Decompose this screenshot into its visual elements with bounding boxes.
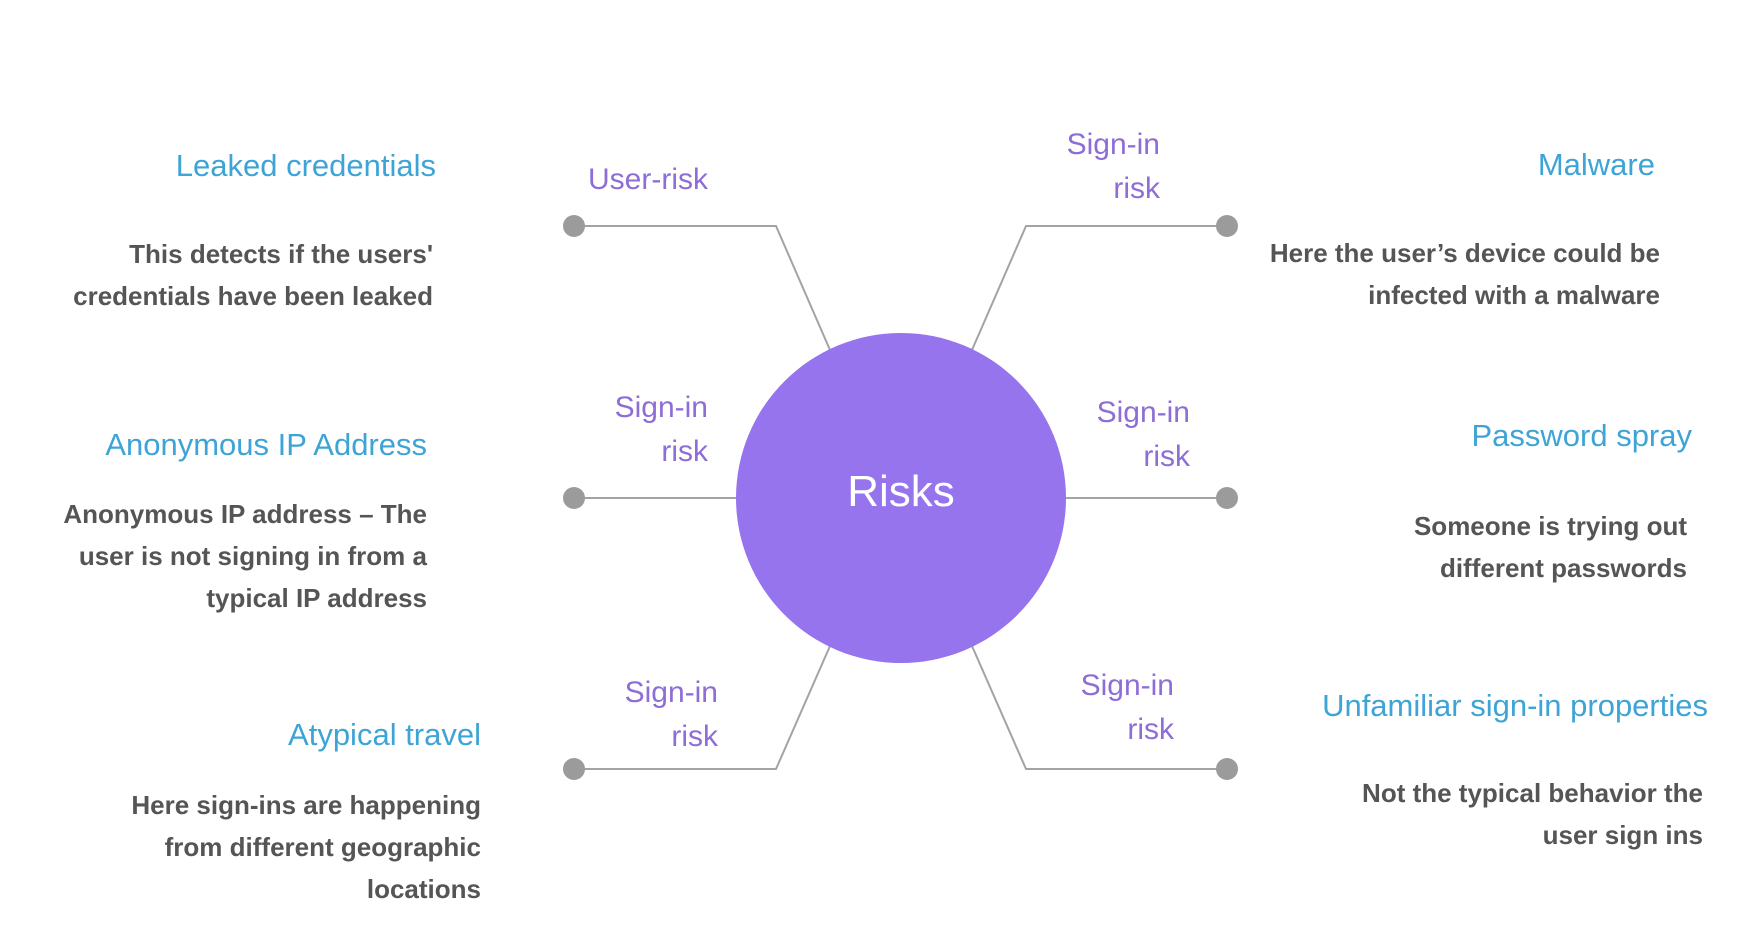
center-circle	[736, 333, 1066, 663]
risk-type-anon: Sign-in risk	[614, 391, 708, 468]
connector-malware	[971, 225, 1227, 351]
risk-type-malware: Sign-in risk	[1066, 128, 1160, 205]
title-malware: Malware	[1537, 147, 1655, 182]
node-dot-travel	[563, 758, 585, 780]
connector-leaked	[574, 225, 831, 351]
desc-spray: Someone is trying out different password…	[1413, 511, 1687, 583]
title-anon: Anonymous IP Address	[105, 427, 427, 462]
node-dot-anon	[563, 487, 585, 509]
risk-type-spray: Sign-in risk	[1096, 396, 1190, 473]
desc-leaked: This detects if the users' credentials h…	[73, 239, 433, 311]
title-travel: Atypical travel	[288, 717, 481, 752]
node-dot-unfamiliar	[1216, 758, 1238, 780]
title-spray: Password spray	[1471, 418, 1692, 453]
node-dot-malware	[1216, 215, 1238, 237]
risk-type-travel: Sign-in risk	[624, 676, 718, 753]
title-unfamiliar: Unfamiliar sign-in properties	[1322, 688, 1708, 723]
desc-unfamiliar: Not the typical behavior the user sign i…	[1362, 778, 1703, 850]
center-label: Risks	[847, 467, 955, 516]
connector-travel	[574, 645, 831, 770]
title-leaked: Leaked credentials	[175, 148, 436, 183]
node-dot-leaked	[563, 215, 585, 237]
connector-unfamiliar	[971, 645, 1227, 770]
desc-travel: Here sign-ins are happening from differe…	[131, 790, 481, 904]
risk-type-unfamiliar: Sign-in risk	[1080, 669, 1174, 746]
desc-anon: Anonymous IP address – The user is not s…	[63, 499, 427, 613]
risk-type-leaked: User-risk	[588, 163, 708, 196]
desc-malware: Here the user’s device could be infected…	[1269, 238, 1660, 310]
node-dot-spray	[1216, 487, 1238, 509]
